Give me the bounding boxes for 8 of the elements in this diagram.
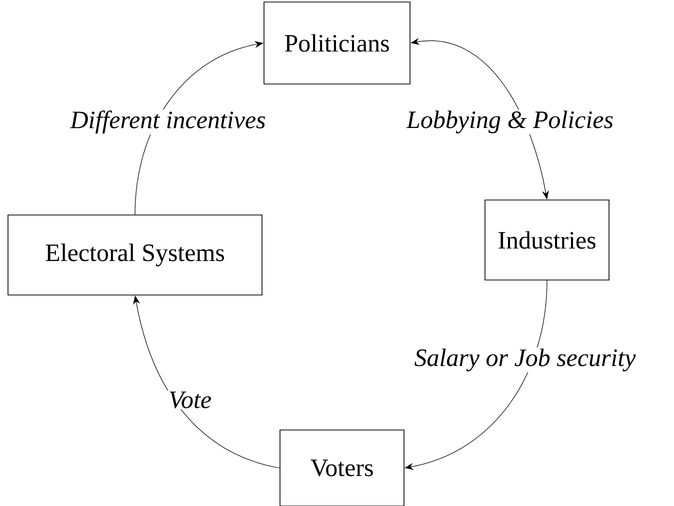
edge-label: Different incentives bbox=[69, 110, 267, 134]
edge-label: Lobbying & Policies bbox=[406, 110, 614, 134]
process-box: Politicians bbox=[264, 2, 410, 84]
process-box: Industries bbox=[484, 200, 610, 280]
process-box: Voters bbox=[280, 430, 404, 506]
edge-label: Vote bbox=[167, 390, 213, 410]
edge-label: Salary or Job security bbox=[413, 348, 637, 372]
process-box: Electoral Systems bbox=[8, 214, 262, 296]
